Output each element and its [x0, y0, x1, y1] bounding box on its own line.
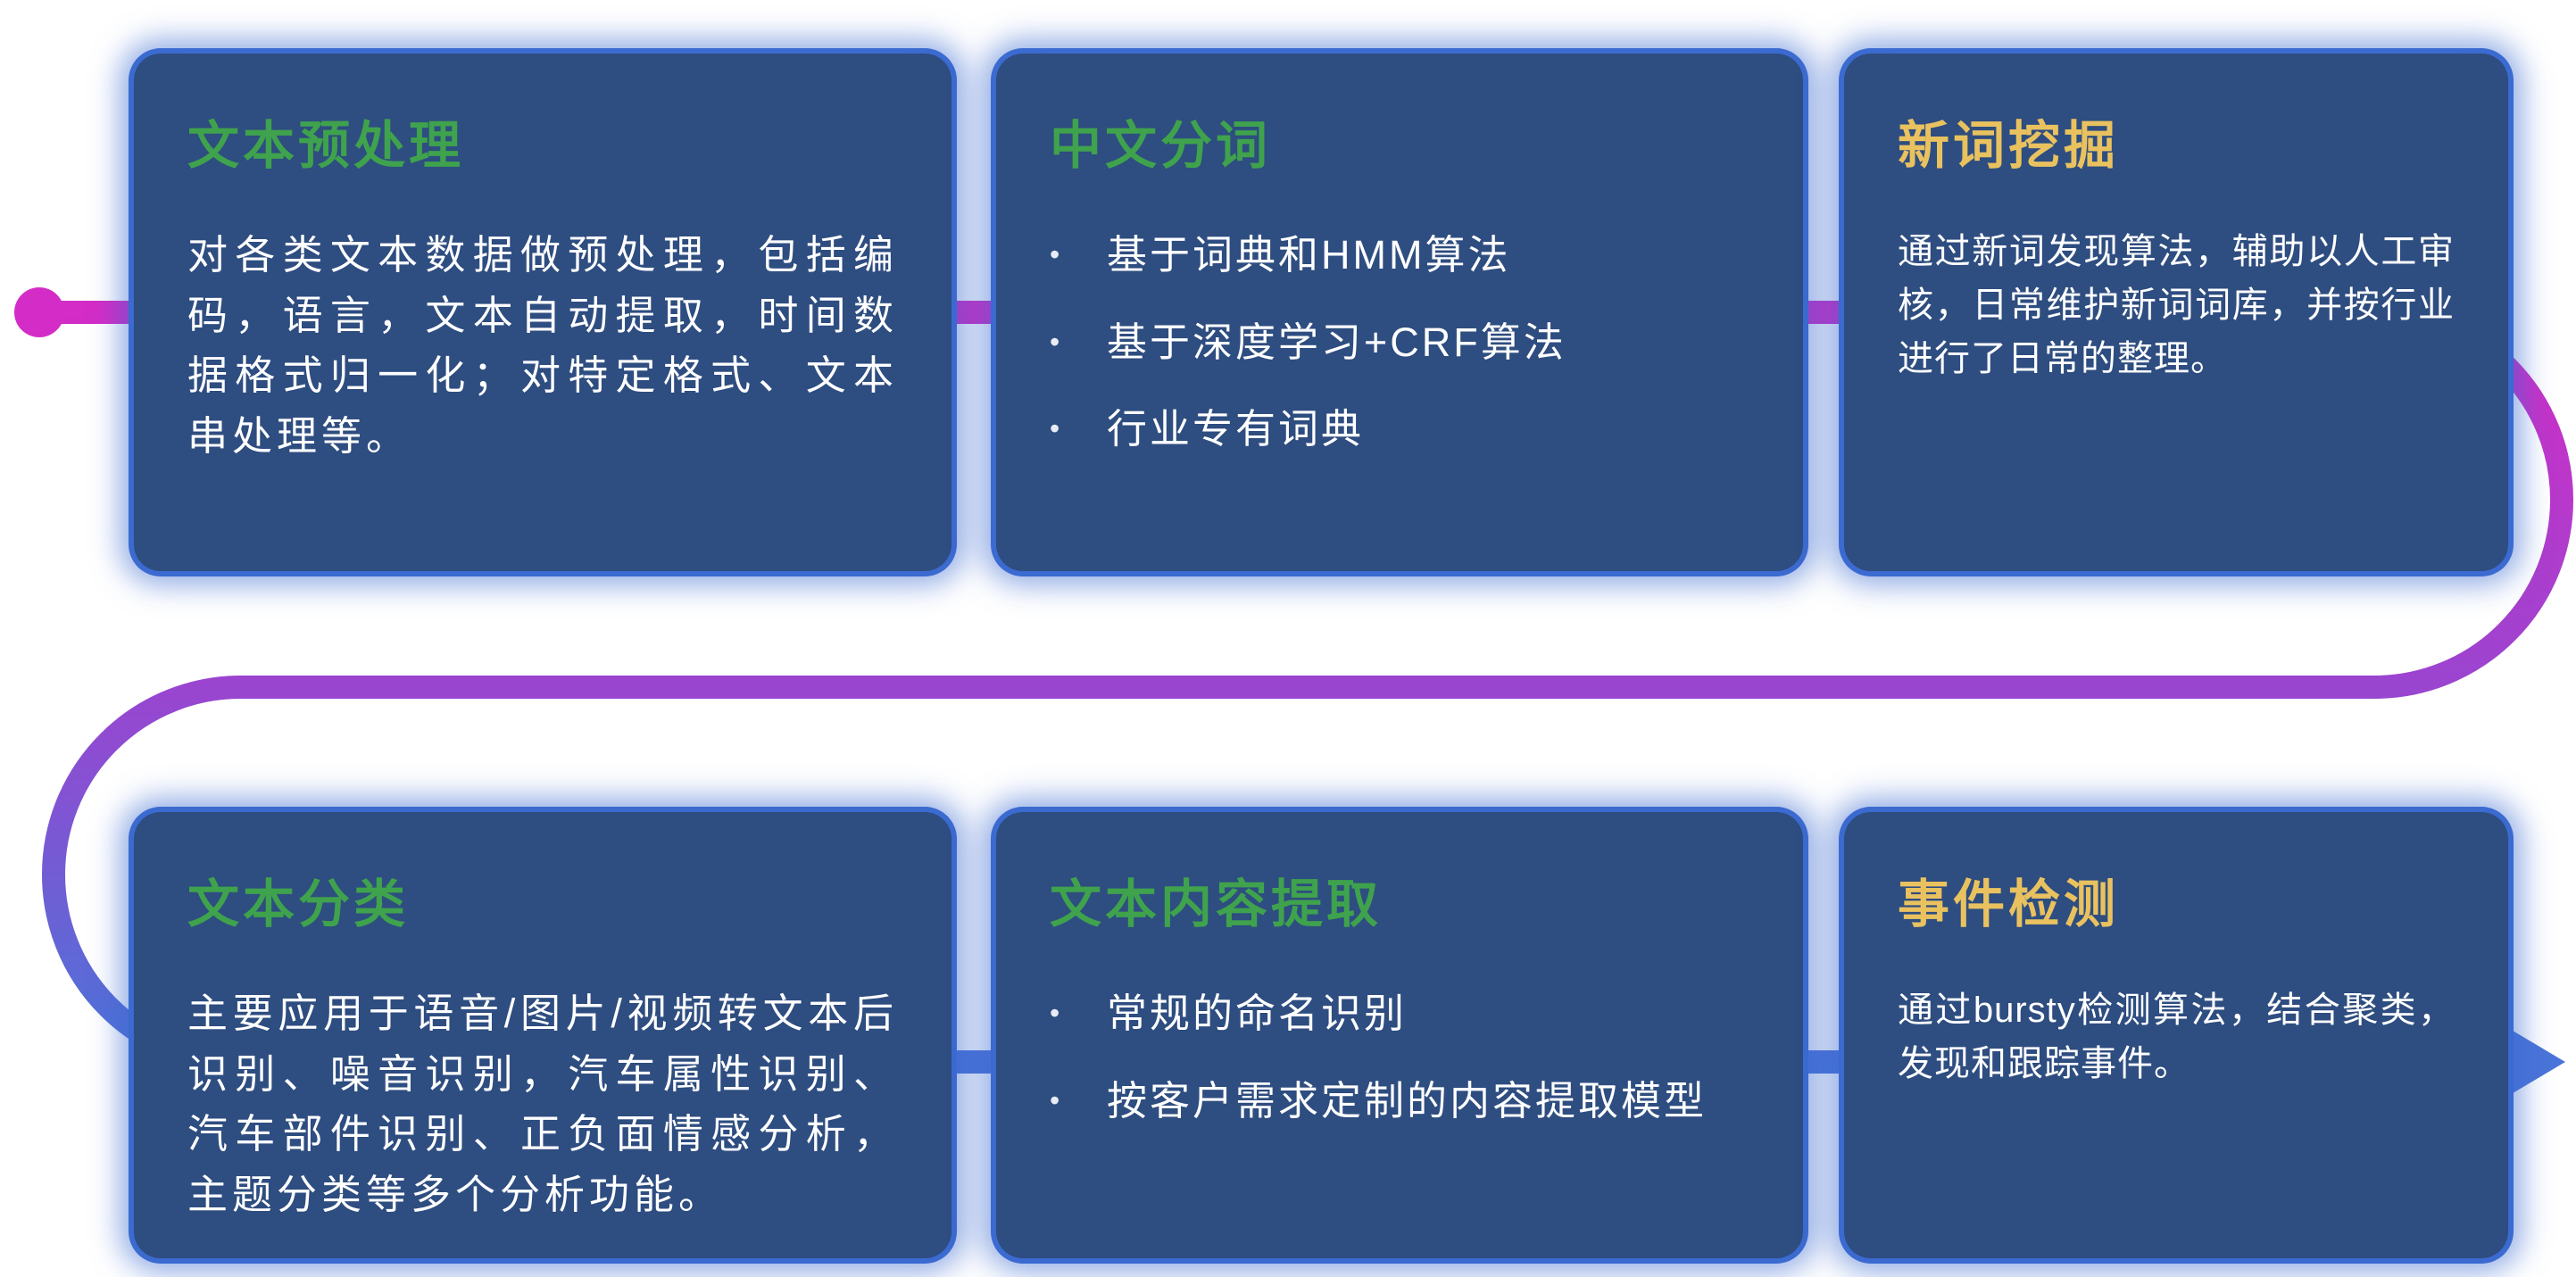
- bullet-text: 基于深度学习+CRF算法: [1107, 319, 1566, 365]
- card-body: 主要应用于语音/图片/视频转文本后识别、噪音识别，汽车属性识别、汽车部件识别、正…: [187, 991, 898, 1217]
- bullet-dot-icon: •: [1050, 238, 1063, 270]
- bullet-text: 行业专有词典: [1107, 406, 1365, 452]
- bullet-item: • 基于词典和HMM算法: [1050, 225, 1749, 286]
- flow-start-dot-icon: [14, 287, 64, 337]
- card-text-content-extraction: 文本内容提取 • 常规的命名识别 • 按客户需求定制的内容提取模型: [996, 812, 1803, 1258]
- card-body: 对各类文本数据做预处理，包括编码，语言，文本自动提取，时间数据格式归一化；对特定…: [187, 232, 898, 459]
- flow-arrow-icon: [2499, 1023, 2565, 1101]
- card-title: 文本内容提取: [1050, 875, 1383, 933]
- bullet-list: • 基于词典和HMM算法 • 基于深度学习+CRF算法 • 行业专有词典: [1050, 225, 1749, 460]
- card-text-classification: 文本分类 主要应用于语音/图片/视频转文本后识别、噪音识别，汽车属性识别、汽车部…: [134, 812, 951, 1258]
- card-text-preprocessing: 文本预处理 对各类文本数据做预处理，包括编码，语言，文本自动提取，时间数据格式归…: [134, 54, 951, 571]
- bullet-item: • 按客户需求定制的内容提取模型: [1050, 1071, 1749, 1132]
- bullet-item: • 行业专有词典: [1050, 399, 1749, 460]
- bullet-dot-icon: •: [1050, 325, 1063, 358]
- card-title: 文本分类: [187, 875, 410, 933]
- card-new-word-mining: 新词挖掘 通过新词发现算法，辅助以人工审核，日常维护新词词库，并按行业进行了日常…: [1844, 54, 2508, 571]
- card-title: 事件检测: [1898, 875, 2120, 933]
- card-title: 文本预处理: [187, 117, 465, 175]
- card-title: 中文分词: [1050, 117, 1272, 175]
- flow-connector-path: [28, 301, 2573, 1074]
- bullet-list: • 常规的命名识别 • 按客户需求定制的内容提取模型: [1050, 983, 1749, 1131]
- bullet-item: • 常规的命名识别: [1050, 983, 1749, 1044]
- bullet-item: • 基于深度学习+CRF算法: [1050, 312, 1749, 373]
- card-event-detection: 事件检测 通过bursty检测算法，结合聚类，发现和跟踪事件。: [1844, 812, 2508, 1258]
- card-body: 通过bursty检测算法，结合聚类，发现和跟踪事件。: [1898, 991, 2455, 1083]
- bullet-text: 基于词典和HMM算法: [1107, 232, 1511, 278]
- bullet-text: 按客户需求定制的内容提取模型: [1107, 1077, 1708, 1124]
- card-title: 新词挖掘: [1898, 117, 2120, 175]
- card-chinese-word-segmentation: 中文分词 • 基于词典和HMM算法 • 基于深度学习+CRF算法 • 行业专有词…: [996, 54, 1803, 571]
- bullet-dot-icon: •: [1050, 412, 1063, 444]
- bullet-text: 常规的命名识别: [1107, 991, 1408, 1036]
- bullet-dot-icon: •: [1050, 997, 1063, 1029]
- bullet-dot-icon: •: [1050, 1083, 1063, 1116]
- card-body: 通过新词发现算法，辅助以人工审核，日常维护新词词库，并按行业进行了日常的整理。: [1898, 232, 2455, 378]
